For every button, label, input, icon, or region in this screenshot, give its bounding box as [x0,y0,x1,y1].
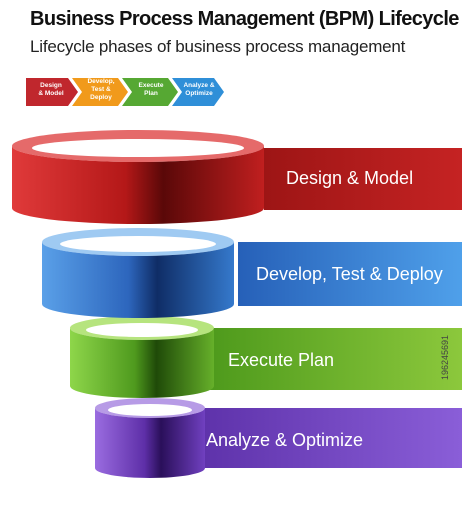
chevron-text: Optimize [185,90,213,97]
chevron-develop [72,78,128,106]
band-label-design: Design & Model [286,168,414,188]
ring-inner-design [32,139,244,157]
ring-wall-design [12,146,264,224]
chevron-execute [122,78,178,106]
page-subtitle: Lifecycle phases of business process man… [30,37,406,56]
chevron-design [26,78,78,106]
chevron-text: Design [40,82,62,89]
phase-chevron-strip: Design & Model Develop, Test & Deploy Ex… [26,74,226,110]
ring-inner-execute [86,323,198,337]
chevron-label-develop: Develop, Test & Deploy [78,78,124,102]
chevron-shapes [26,78,224,106]
band-label-develop: Develop, Test & Deploy [256,264,443,284]
chevron-text: Test & [91,86,111,93]
stock-id-text: 196245691 [440,334,450,380]
chevron-text: Plan [144,90,158,97]
chevron-text: Develop, [87,78,115,85]
chevron-label-design: Design & Model [28,82,74,98]
ring-inner-develop [60,236,216,252]
ring-inner-analyze [108,404,192,416]
ribbon-shapes [12,130,462,478]
band-label-execute: Execute Plan [228,350,335,370]
band-develop [238,242,462,306]
band-label-analyze: Analyze & Optimize [206,430,364,450]
chevron-text: & Model [38,90,64,97]
ring-wall-develop [42,242,234,318]
chevron-analyze [172,78,224,106]
lifecycle-ribbon-diagram: Design & Model Develop, Test & Deploy Ex… [0,118,462,500]
ring-wall-execute [70,328,214,398]
band-design [264,148,462,210]
page-title: Business Process Management (BPM) Lifecy… [30,8,459,30]
ring-wall-analyze [95,408,205,478]
chevron-text: Analyze & [183,82,215,89]
chevron-label-execute: Execute Plan [128,82,174,98]
chevron-label-analyze: Analyze & Optimize [176,82,222,98]
band-execute [210,328,462,390]
chevron-text: Execute [138,82,164,89]
band-analyze [178,408,462,468]
chevron-text: Deploy [90,94,112,101]
